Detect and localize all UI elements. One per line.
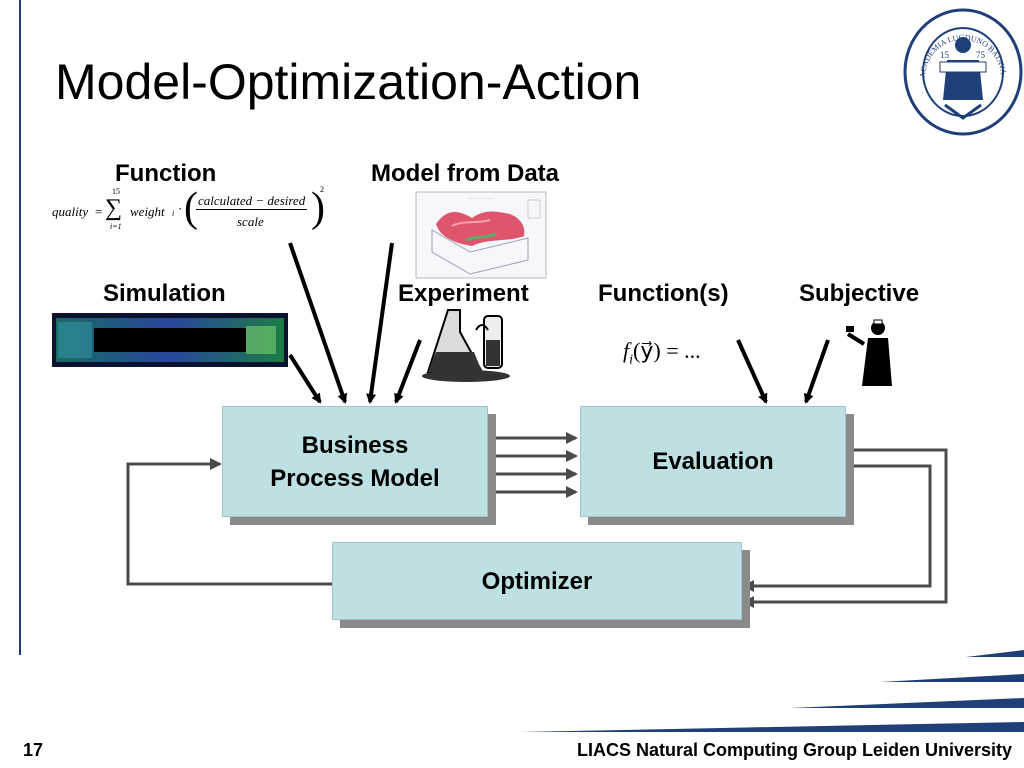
- formula-sum-upper: 15: [112, 187, 120, 196]
- label-simulation: Simulation: [103, 280, 226, 307]
- optimizer-label: Optimizer: [481, 567, 593, 595]
- label-experiment: Experiment: [398, 280, 529, 307]
- page-number: 17: [23, 740, 44, 760]
- slide-title: Model-Optimization-Action: [55, 54, 642, 110]
- formula-quality: quality: [52, 204, 89, 219]
- formula-sum-lower: i=1: [110, 222, 122, 231]
- footer-text: LIACS Natural Computing Group Leiden Uni…: [576, 740, 1012, 760]
- formula-numerator: calculated − desired: [196, 193, 308, 210]
- bpm-line1: Business: [301, 431, 409, 459]
- formula-weight: weight: [130, 204, 165, 219]
- subjective-judge-icon: [846, 319, 892, 386]
- simulation-image: [52, 313, 288, 367]
- label-functions: Function(s): [598, 280, 729, 307]
- svg-text:· · · · · · · ·: · · · · · · · ·: [470, 196, 493, 202]
- optimizer-box: Optimizer: [332, 542, 742, 620]
- seal-left-number: 15: [940, 50, 950, 60]
- fy-sub: i: [629, 352, 634, 368]
- label-subjective: Subjective: [799, 280, 920, 307]
- seal-right-number: 75: [976, 50, 986, 60]
- left-accent-line: [19, 0, 21, 655]
- evaluation-label: Evaluation: [652, 448, 774, 475]
- formula-exponent: 2: [320, 185, 324, 194]
- formula-denominator: scale: [237, 214, 264, 229]
- fy-rest: (y⃗) = ...: [633, 338, 701, 363]
- model-from-data-image: · · · · · · · ·: [415, 191, 547, 279]
- label-function: Function: [115, 160, 217, 187]
- bpm-line2: Process Model: [270, 464, 440, 492]
- label-model-from-data: Model from Data: [371, 160, 560, 187]
- function-formula: fi(y⃗) = ...: [623, 338, 701, 368]
- formula-sub-i: i: [172, 209, 175, 218]
- business-process-model-box: Business Process Model: [222, 406, 488, 517]
- experiment-flask-icon: [422, 309, 510, 382]
- fy-f: f: [623, 338, 630, 363]
- evaluation-box: Evaluation: [580, 406, 846, 517]
